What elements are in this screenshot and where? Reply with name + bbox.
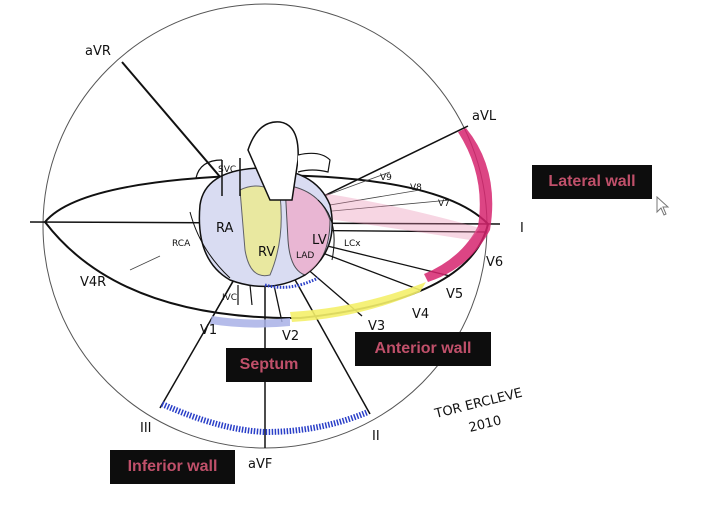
label-ra: RA bbox=[216, 221, 234, 236]
lateral-wall-shade bbox=[300, 190, 480, 240]
inferior-wall-band bbox=[160, 401, 370, 436]
label-v8: V8 bbox=[410, 183, 422, 193]
label-lead-iii: III bbox=[140, 421, 152, 436]
label-avr: aVR bbox=[85, 44, 111, 59]
label-v7: V7 bbox=[438, 199, 450, 209]
label-rca: RCA bbox=[172, 239, 191, 249]
signature-name: TOR ERCLEVE bbox=[432, 386, 524, 422]
label-lead-i: I bbox=[520, 221, 524, 236]
label-avl: aVL bbox=[472, 109, 497, 124]
label-v2: V2 bbox=[282, 329, 299, 344]
label-v4: V4 bbox=[412, 307, 429, 322]
label-lead-ii: II bbox=[372, 429, 380, 444]
label-svc: SVC bbox=[218, 165, 236, 175]
anterior-wall-label: Anterior wall bbox=[355, 332, 491, 366]
label-v1: V1 bbox=[200, 323, 217, 338]
v4r-ray bbox=[129, 255, 161, 271]
septum-label: Septum bbox=[226, 348, 312, 382]
inferior-wall-label: Inferior wall bbox=[110, 450, 235, 484]
label-v6: V6 bbox=[486, 255, 503, 270]
label-lcx: LCx bbox=[344, 239, 361, 249]
mouse-cursor-icon bbox=[656, 196, 670, 216]
label-ivc: IVC bbox=[222, 293, 237, 303]
label-v9: V9 bbox=[380, 173, 392, 183]
label-v4r: V4R bbox=[80, 275, 106, 290]
septum-band bbox=[210, 316, 290, 328]
label-avf: aVF bbox=[248, 457, 272, 472]
lateral-wall-label: Lateral wall bbox=[532, 165, 652, 199]
anterior-wall-band bbox=[290, 282, 426, 322]
label-lv: LV bbox=[312, 233, 327, 248]
label-v5: V5 bbox=[446, 287, 463, 302]
lateral-wall-band bbox=[424, 128, 493, 282]
heart-sketch bbox=[189, 121, 335, 306]
label-v3: V3 bbox=[368, 319, 385, 334]
label-rv: RV bbox=[258, 245, 275, 260]
label-lad: LAD bbox=[296, 251, 314, 261]
signature-year: 2010 bbox=[467, 413, 503, 436]
